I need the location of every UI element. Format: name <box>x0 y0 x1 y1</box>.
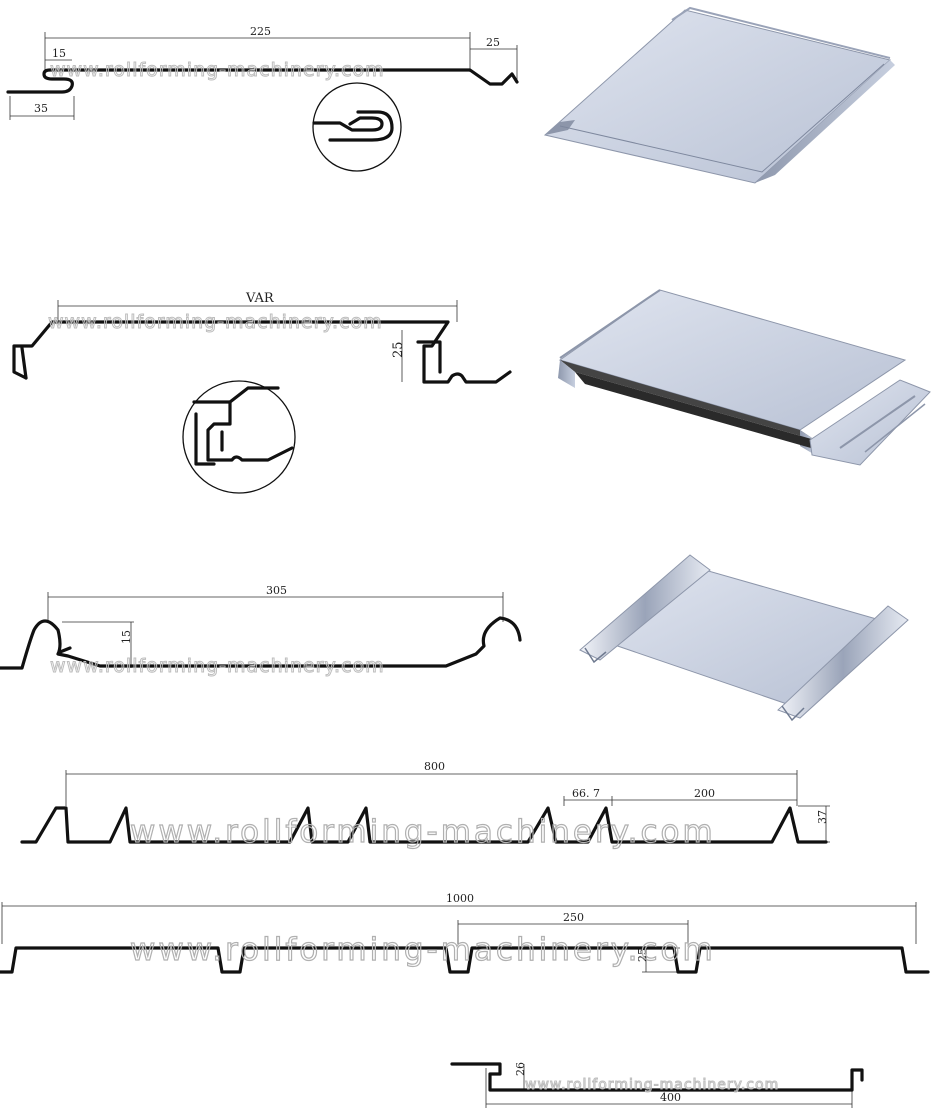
profile-1-detail-circle <box>312 82 402 172</box>
profile-2-detail-lower <box>206 400 294 462</box>
profile-3-drawing: 305 15 <box>0 584 522 670</box>
dim-35: 35 <box>34 102 48 115</box>
profile-2-section <box>12 320 512 384</box>
dim-15-p3: 15 <box>120 630 133 644</box>
profile-1-drawing: 225 25 15 35 <box>6 25 519 172</box>
watermark-1: www.rollforming-machinery.com <box>50 59 385 81</box>
profile-1-section <box>6 68 519 94</box>
watermark-2: www.rollforming-machinery.com <box>48 311 383 333</box>
watermark-3: www.rollforming-machinery.com <box>50 655 385 677</box>
profile-3-section <box>0 616 522 670</box>
watermark-4: www.rollforming-machinery.com <box>130 814 716 850</box>
dim-var: VAR <box>245 291 275 306</box>
dim-25-p5: 25 <box>636 948 649 962</box>
watermark-5: www.rollforming-machinery.com <box>130 932 716 968</box>
panel-1-render <box>543 6 895 184</box>
profile-2-detail-circle <box>182 380 296 494</box>
profile-6-section <box>450 1062 864 1092</box>
profile-2-detail-top <box>192 386 280 404</box>
watermark-6: www.rollforming-machinery.com <box>525 1077 779 1093</box>
dim-37: 37 <box>816 810 829 824</box>
dim-25-p2: 25 <box>391 341 406 358</box>
profile-4-drawing: 800 66. 7 200 37 <box>20 760 830 844</box>
dim-400: 400 <box>660 1091 681 1104</box>
dim-1000: 1000 <box>446 892 474 905</box>
profile-1-detail-outer <box>328 110 394 142</box>
profile-2-edge <box>20 346 28 380</box>
profile-5-section <box>0 946 930 974</box>
panel-3-render <box>579 554 909 722</box>
profile-6-drawing: 400 26 <box>450 1062 864 1108</box>
dim-15: 15 <box>52 47 66 60</box>
profile-2-detail-outer <box>194 412 216 466</box>
dim-26: 26 <box>514 1062 527 1076</box>
profile-5-drawing: 1000 250 25 <box>0 892 930 974</box>
profile-3-lip <box>58 646 72 654</box>
panel-2-render <box>558 289 931 466</box>
profile-2-lock <box>416 340 442 374</box>
dim-250: 250 <box>563 911 584 924</box>
dim-66-7: 66. 7 <box>572 787 600 800</box>
dim-800: 800 <box>424 760 445 773</box>
profile-4-section <box>20 806 828 844</box>
dim-225: 225 <box>250 25 271 38</box>
dim-25: 25 <box>486 36 500 49</box>
profile-1-detail-lock <box>312 116 384 132</box>
dim-305: 305 <box>266 584 287 597</box>
profile-2-drawing: VAR 25 <box>12 291 512 494</box>
dim-200: 200 <box>694 787 715 800</box>
